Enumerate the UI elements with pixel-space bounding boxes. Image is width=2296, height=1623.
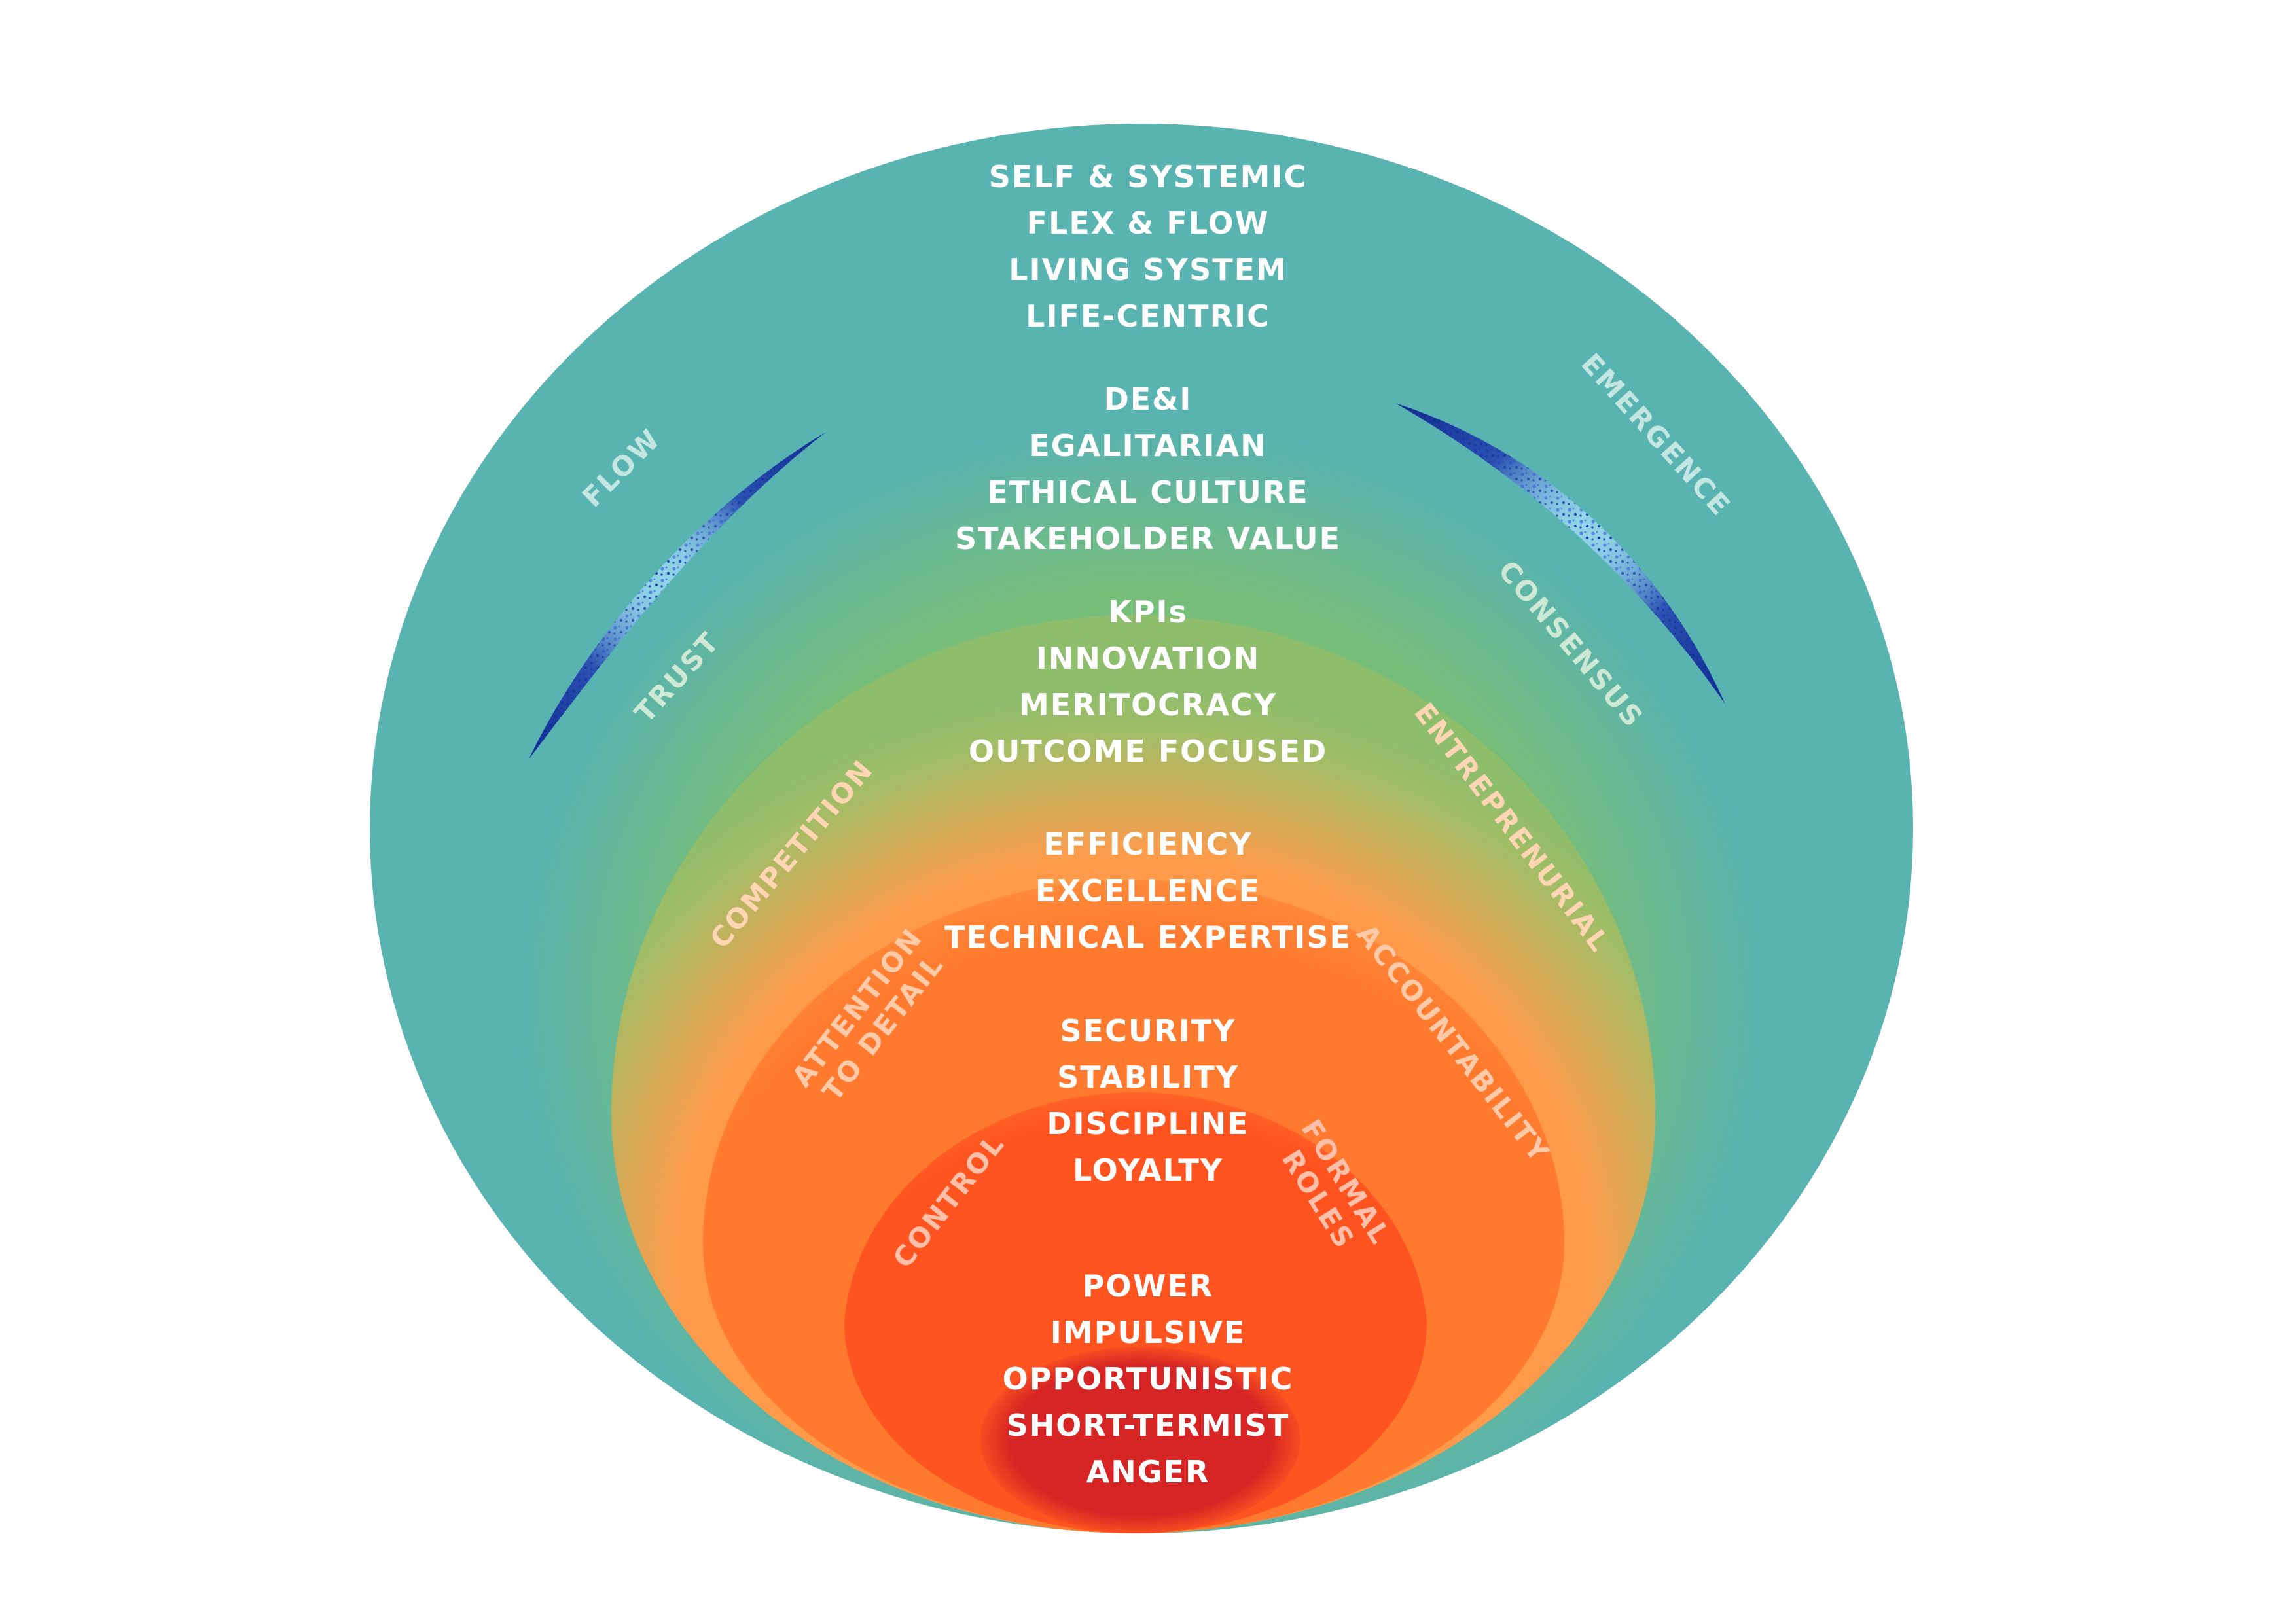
item: INNOVATION [1035,641,1261,676]
level-red-core-items: POWER IMPULSIVE OPPORTUNISTIC SHORT-TERM… [0,1263,2296,1495]
item: EFFICIENCY [1043,827,1253,862]
level-orange-deep-items: SECURITY STABILITY DISCIPLINE LOYALTY [0,1008,2296,1194]
item: DISCIPLINE [1047,1106,1249,1141]
item: LOYALTY [1072,1152,1224,1188]
item: DE&I [1103,382,1193,417]
item: STABILITY [1057,1060,1239,1095]
item: STAKEHOLDER VALUE [954,521,1342,556]
item: LIVING SYSTEM [1009,252,1287,287]
level-green-items: DE&I EGALITARIAN ETHICAL CULTURE STAKEHO… [0,376,2296,562]
level-orange-light-items: KPIs INNOVATION MERITOCRACY OUTCOME FOCU… [0,589,2296,775]
item: KPIs [1108,594,1188,630]
item: OUTCOME FOCUSED [968,734,1328,769]
item: IMPULSIVE [1050,1315,1246,1350]
item: MERITOCRACY [1018,687,1278,722]
item: TECHNICAL EXPERTISE [944,919,1352,955]
item: LIFE-CENTRIC [1026,298,1270,334]
item: SHORT-TERMIST [1006,1408,1290,1443]
level-teal-items: SELF & SYSTEMIC FLEX & FLOW LIVING SYSTE… [0,154,2296,340]
ring-red-core-shape [980,1347,1300,1533]
item: EXCELLENCE [1035,873,1261,908]
item: ETHICAL CULTURE [987,474,1309,510]
item: OPPORTUNISTIC [1002,1361,1294,1397]
item: SELF & SYSTEMIC [988,159,1308,194]
level-orange-mid-items: EFFICIENCY EXCELLENCE TECHNICAL EXPERTIS… [0,821,2296,961]
item: ANGER [1086,1454,1210,1489]
item: FLEX & FLOW [1026,205,1270,241]
item: POWER [1082,1268,1214,1304]
item: SECURITY [1060,1013,1236,1048]
item: EGALITARIAN [1029,428,1267,463]
